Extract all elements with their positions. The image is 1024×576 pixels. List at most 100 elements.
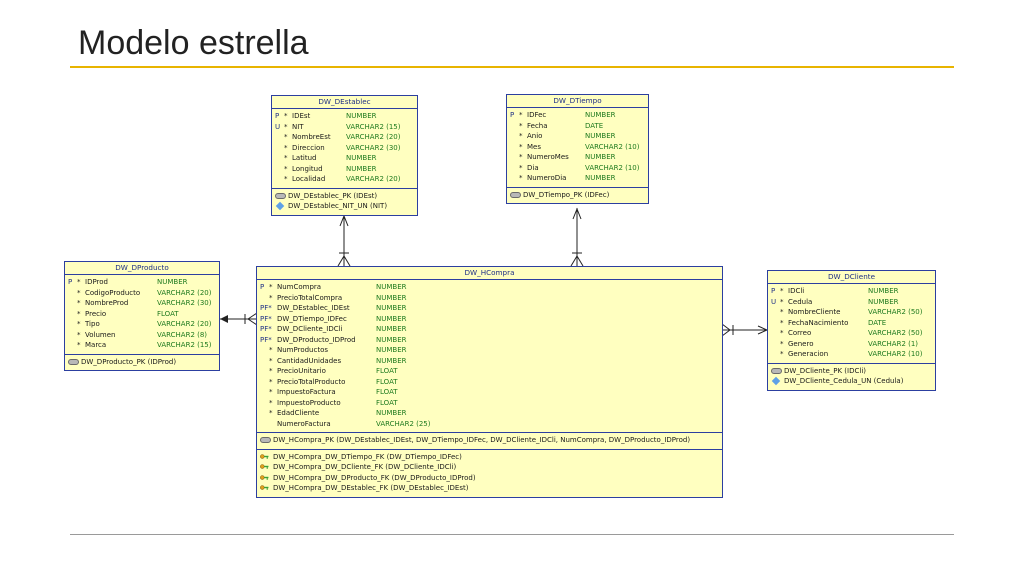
column-type: NUMBER — [585, 174, 616, 182]
table-name: DW_DTiempo — [507, 95, 648, 108]
mandatory-marker: * — [269, 409, 273, 417]
key-constraint-row[interactable]: DW_DProducto_PK (IDProd) — [65, 357, 219, 368]
column-type: VARCHAR2 (15) — [157, 341, 212, 349]
column-type: VARCHAR2 (1) — [868, 339, 919, 348]
column-name: IDFec — [527, 111, 547, 119]
mandatory-marker: * — [780, 308, 784, 316]
key-constraint-row[interactable]: DW_DEstablec_PK (IDEst) — [272, 191, 417, 202]
column-name: Genero — [788, 339, 814, 348]
relationship-cliente-compra — [721, 323, 769, 337]
mandatory-marker: * — [269, 283, 273, 291]
table-name: DW_DCliente — [768, 271, 935, 284]
key-marker: P — [68, 278, 73, 286]
key-constraint-row[interactable]: DW_DEstablec_NIT_UN (NIT) — [272, 201, 417, 212]
column-name: IDCli — [788, 287, 805, 295]
mandatory-marker: * — [284, 143, 288, 152]
column-name: NombreEst — [292, 133, 331, 141]
column-type: FLOAT — [376, 388, 398, 396]
column-type: NUMBER — [868, 287, 899, 295]
column-name: ImpuestoProducto — [277, 398, 341, 407]
key-constraint-row[interactable]: DW_HCompra_DW_DEstablec_FK (DW_DEstablec… — [257, 483, 722, 494]
key-constraint-row[interactable]: DW_HCompra_DW_DProducto_FK (DW_DProducto… — [257, 473, 722, 484]
column-type: VARCHAR2 (10) — [868, 350, 923, 358]
key-marker: U — [275, 122, 281, 131]
key-constraint-row[interactable]: DW_DTiempo_PK (IDFec) — [507, 190, 648, 201]
key-constraint-row[interactable]: DW_HCompra_PK (DW_DEstablec_IDEst, DW_DT… — [257, 435, 722, 446]
column-type: FLOAT — [376, 398, 398, 407]
column-name: Tipo — [85, 320, 100, 328]
column-type: NUMBER — [376, 335, 407, 344]
primary-key-icon — [260, 437, 271, 443]
mandatory-marker: * — [519, 121, 523, 130]
mandatory-marker: * — [519, 132, 523, 140]
mandatory-marker: * — [269, 346, 273, 354]
mandatory-marker: * — [519, 153, 523, 161]
column-type: NUMBER — [376, 283, 407, 291]
mandatory-marker: * — [269, 377, 273, 386]
key-constraint-row[interactable]: DW_DCliente_Cedula_UN (Cedula) — [768, 376, 935, 387]
column-name: NumeroFactura — [277, 419, 331, 428]
column-name: Latitud — [292, 154, 317, 162]
key-constraint-row[interactable]: DW_DCliente_PK (IDCli) — [768, 366, 935, 377]
mandatory-marker: * — [77, 278, 81, 286]
column-type: NUMBER — [346, 154, 377, 162]
key-constraint-label: DW_DEstablec_PK (IDEst) — [288, 191, 378, 200]
key-constraint-row[interactable]: DW_HCompra_DW_DCliente_FK (DW_DCliente_I… — [257, 462, 722, 473]
mandatory-marker: * — [780, 329, 784, 337]
column-type: NUMBER — [376, 293, 407, 302]
column-type: NUMBER — [346, 164, 377, 173]
key-constraint-row[interactable]: DW_HCompra_DW_DTiempo_FK (DW_DTiempo_IDF… — [257, 452, 722, 463]
column-type: DATE — [585, 121, 604, 130]
column-type: VARCHAR2 (15) — [346, 122, 401, 131]
mandatory-marker: * — [77, 299, 81, 307]
